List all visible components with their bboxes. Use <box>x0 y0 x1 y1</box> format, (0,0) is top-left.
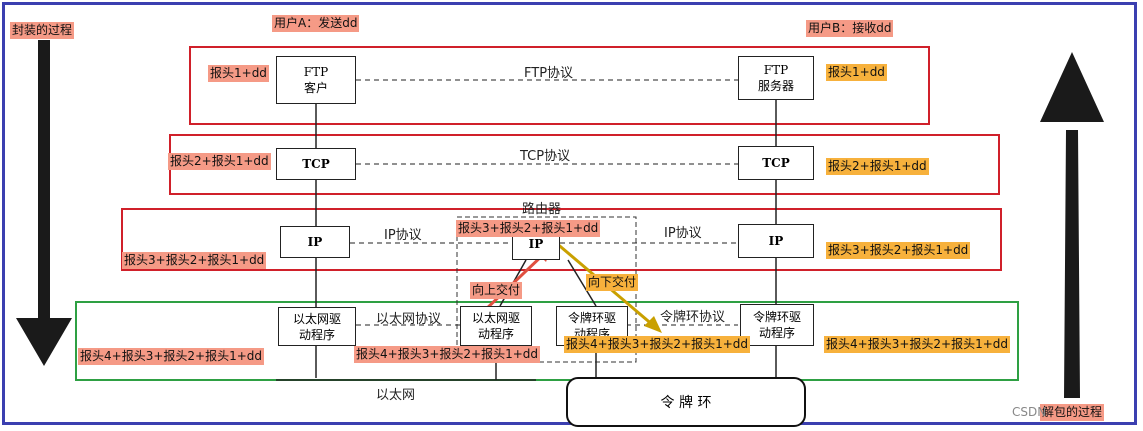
token-ring-box: 令 牌 环 <box>566 377 806 427</box>
ip-right-box: IP <box>738 224 814 258</box>
ip-left-header: 报头3+报头2+报头1+dd <box>122 252 267 269</box>
link-left-header: 报头4+报头3+报头2+报头1+dd <box>78 348 264 365</box>
link-router-token-header: 报头4+报头3+报头2+报头1+dd <box>564 336 750 353</box>
ftp-protocol-label: FTP协议 <box>524 66 574 81</box>
tcp-protocol-label: TCP协议 <box>520 149 571 164</box>
layer-ftp-rect <box>189 46 930 125</box>
deliver-down-label: 向下交付 <box>586 274 639 291</box>
eth-driver-left-box: 以太网驱动程序 <box>278 307 356 346</box>
ftp-left-header: 报头1+dd <box>208 65 269 82</box>
eth-driver-router-box: 以太网驱动程序 <box>460 306 532 346</box>
tcp-left-box: TCP <box>276 148 356 180</box>
deliver-up-label: 向上交付 <box>470 282 523 299</box>
ip-right-header: 报头3+报头2+报头1+dd <box>826 242 971 259</box>
encap-down-arrow <box>16 40 72 366</box>
decap-up-arrow <box>1040 52 1104 398</box>
tcp-right-header: 报头2+报头1+dd <box>826 158 929 175</box>
decap-process-label: 解包的过程 <box>1040 404 1105 421</box>
layer-link-rect <box>75 301 1019 381</box>
token-ring-protocol-label: 令牌环协议 <box>660 310 726 325</box>
ethernet-label: 以太网 <box>376 388 416 403</box>
user-a-label: 用户A：发送dd <box>272 15 360 32</box>
layer-ip-rect <box>121 208 1002 271</box>
router-label: 路由器 <box>522 202 562 217</box>
encap-process-label: 封装的过程 <box>10 22 75 39</box>
ip-router-header: 报头3+报头2+报头1+dd <box>456 220 601 237</box>
link-router-eth-header: 报头4+报头3+报头2+报头1+dd <box>354 346 540 363</box>
ip-right-protocol-label: IP协议 <box>664 226 702 241</box>
ip-left-protocol-label: IP协议 <box>384 228 422 243</box>
watermark-text: CSDN <box>1012 405 1047 419</box>
ethernet-protocol-label: 以太网协议 <box>376 312 442 327</box>
tcp-right-box: TCP <box>738 146 814 180</box>
user-b-label: 用户B：接收dd <box>806 20 894 37</box>
tcp-left-header: 报头2+报头1+dd <box>168 153 271 170</box>
token-driver-right-box: 令牌环驱动程序 <box>740 304 814 346</box>
ftp-right-header: 报头1+dd <box>826 64 887 81</box>
ip-left-box: IP <box>280 226 350 258</box>
link-right-header: 报头4+报头3+报头2+报头1+dd <box>824 336 1010 353</box>
